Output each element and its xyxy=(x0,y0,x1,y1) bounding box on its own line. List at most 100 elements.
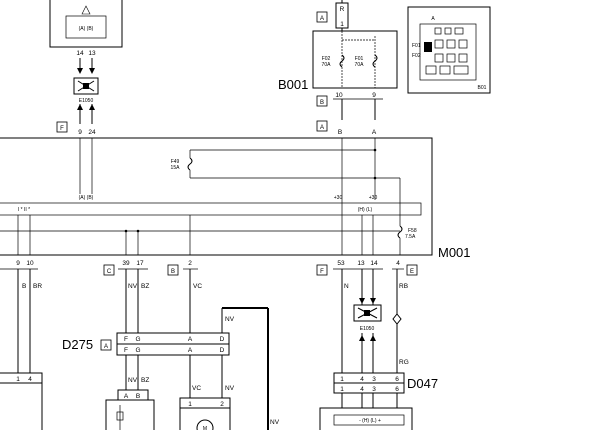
f-pin-13: 13 xyxy=(357,260,365,267)
fuse-f01-label: F01 xyxy=(355,56,364,62)
d275-wire-nv: NV xyxy=(128,377,138,384)
b001-conn-bot: B xyxy=(320,100,324,106)
e1050-top-pin1: 9 xyxy=(78,129,82,136)
conn-f-top: F xyxy=(60,126,64,132)
m001-module: A B A F49 15A (A) (B) +30 +30 (H) (L) I … xyxy=(0,120,471,260)
m001-pin-b: B xyxy=(338,129,342,136)
b001-pin-a: 10 xyxy=(335,92,343,99)
e-pin-4: 4 xyxy=(396,260,400,267)
d275-bot-a: A xyxy=(188,347,193,354)
d275-lower-1: 1 xyxy=(188,401,192,408)
d047-pin-3: 3 xyxy=(372,376,376,383)
d275-top-a: A xyxy=(188,336,193,343)
conn-b: B xyxy=(171,269,175,275)
fuse-f58-label: F58 xyxy=(408,228,417,234)
d047-pin-4: 4 xyxy=(360,376,364,383)
b001-conn-top: A xyxy=(320,16,324,22)
inset-code: B01 xyxy=(478,85,487,91)
m001-plus30-1: +30 xyxy=(334,195,343,201)
b001-pin-b: 9 xyxy=(372,92,376,99)
d275-lower-b: B xyxy=(136,393,140,400)
top-left-ab-label: (A) (B) xyxy=(79,26,94,32)
d047-pin2-3: 3 xyxy=(372,386,376,393)
b-pin-2: 2 xyxy=(188,260,192,267)
motor-label: M xyxy=(203,426,207,430)
d275-top-d: D xyxy=(220,336,225,343)
d047-pin-6: 6 xyxy=(395,376,399,383)
d047-bottom-labels: - (H) (L) + xyxy=(359,418,381,424)
e1050-mid-label: E1050 xyxy=(360,326,375,332)
b001-pin-top: 1 xyxy=(340,21,344,28)
motor-icon xyxy=(196,419,214,430)
e1050-top: E1050 F 9 24 xyxy=(56,77,99,136)
b001-wire-top: R xyxy=(340,6,345,13)
d047-connector: 1 4 3 6 1 4 3 6 D047 - (H) (L) + xyxy=(319,372,438,430)
d275-wire-vc: VC xyxy=(192,385,201,392)
d275-conn: A xyxy=(104,344,108,350)
left-wire-br: BR xyxy=(33,283,42,290)
m001-label: M001 xyxy=(438,245,471,260)
m001-ab-label: (A) (B) xyxy=(79,195,94,201)
d275-wire-bz: BZ xyxy=(141,377,149,384)
fuse-f58-rating: 7.5A xyxy=(405,234,416,240)
top-left-pin2: 13 xyxy=(88,50,96,57)
d275-top-g: G xyxy=(135,336,140,343)
c-pin-39: 39 xyxy=(122,260,130,267)
m001-plus30-2: +30 xyxy=(369,195,378,201)
d275-lower-a: A xyxy=(124,393,129,400)
m001-pin-a: A xyxy=(372,129,377,136)
conn-f: F xyxy=(320,269,324,275)
c-wire-nv: NV xyxy=(128,283,138,290)
fuse-f02-label: F02 xyxy=(322,56,331,62)
f-pin-53: 53 xyxy=(337,260,345,267)
m001-conn-top: A xyxy=(320,125,324,131)
conn-c: C xyxy=(107,269,112,275)
e-wire-rb: RB xyxy=(399,283,408,290)
f-wire-n: N xyxy=(344,283,349,290)
d047-label: D047 xyxy=(407,376,438,391)
d275-bot-g: G xyxy=(135,347,140,354)
inset-fusebox: A F01 F02 B01 xyxy=(407,6,491,94)
left-pin-9: 9 xyxy=(16,260,20,267)
m001-roman-label: I * II * xyxy=(18,207,30,213)
d275-wire-nv-top: NV xyxy=(225,316,235,323)
c-wire-bz: BZ xyxy=(141,283,149,290)
left-pin-10: 10 xyxy=(26,260,34,267)
d275-wire-nv2: NV xyxy=(225,385,235,392)
e1050-middle: E1050 xyxy=(353,304,382,373)
b001-label: B001 xyxy=(278,77,308,92)
d275-bot-f: F xyxy=(124,347,128,354)
d275-label: D275 xyxy=(62,337,93,352)
left-bottom-pin-4: 4 xyxy=(28,376,32,383)
b-wire-vc: VC xyxy=(193,283,202,290)
fuse-f49-rating: 15A xyxy=(171,165,181,171)
m001-bottom-connectors: 9 10 B BR C 39 17 NV BZ B 2 VC F 53 13 1… xyxy=(0,260,418,373)
fuse-f49-label: F49 xyxy=(171,159,180,165)
d047-pin2-1: 1 xyxy=(340,386,344,393)
m001-hl-label: (H) (L) xyxy=(358,207,373,213)
conn-e: E xyxy=(410,269,414,275)
inset-label-a: A xyxy=(431,16,435,22)
fuse-f02-rating: 70A xyxy=(322,62,332,68)
b001-fuse-box: A R 1 F02 70A F01 70A B001 B 10 9 xyxy=(278,0,398,120)
e1050-top-pin2: 24 xyxy=(88,129,96,136)
d047-pin2-6: 6 xyxy=(395,386,399,393)
warning-triangle-icon xyxy=(81,5,91,15)
d275-top-f: F xyxy=(124,336,128,343)
top-left-component: (A) (B) 14 13 xyxy=(49,0,123,74)
inset-f01: F01 xyxy=(412,43,421,49)
d275-bot-d: D xyxy=(220,347,225,354)
left-bottom-pin-1: 1 xyxy=(16,376,20,383)
d275-connector: D275 A F G A D F G A D NV NV NV BZ VC NV… xyxy=(62,307,280,430)
inset-f02: F02 xyxy=(412,53,421,59)
d275-wire-nv-right: NV xyxy=(270,419,280,426)
d275-lower-2: 2 xyxy=(220,401,224,408)
top-left-pin1: 14 xyxy=(76,50,84,57)
d047-wire-rg: RG xyxy=(399,359,409,366)
fuse-f01-rating: 70A xyxy=(355,62,365,68)
f-pin-14: 14 xyxy=(370,260,378,267)
c-pin-17: 17 xyxy=(136,260,144,267)
left-wire-b: B xyxy=(22,283,26,290)
d047-pin-1: 1 xyxy=(340,376,344,383)
